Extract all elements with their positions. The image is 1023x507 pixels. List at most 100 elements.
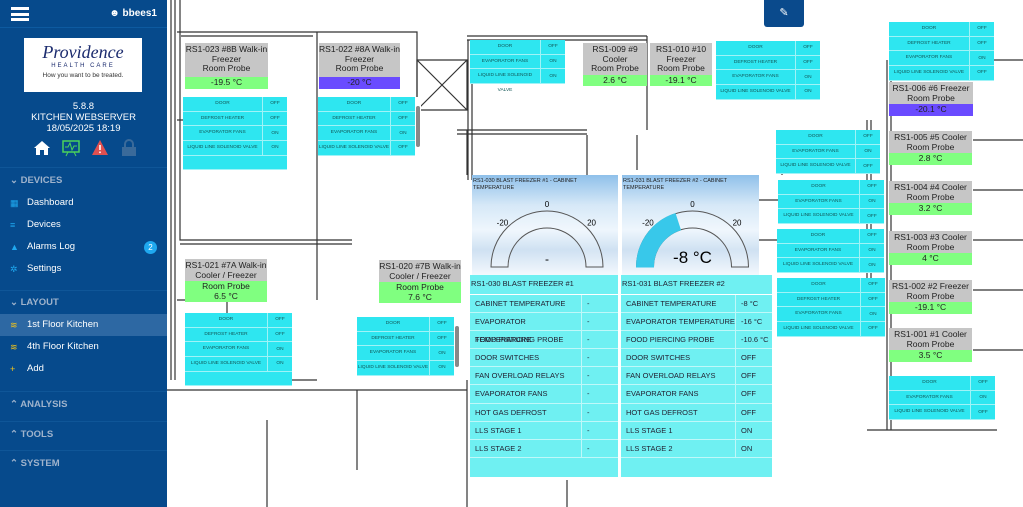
gauge-tick-label: 20 — [733, 218, 742, 227]
section-system[interactable]: ⌃ SYSTEM — [10, 458, 60, 469]
io-label: EVAPORATOR FANS — [183, 126, 263, 141]
io-label: EVAPORATOR FANS — [889, 51, 970, 66]
probe-temp: -19.1 °C — [665, 74, 697, 85]
scrollbar[interactable] — [415, 97, 421, 156]
io-label: DEFROST HEATER — [183, 111, 263, 126]
io-state: ON — [868, 262, 876, 268]
io-label: DOOR — [889, 376, 971, 390]
io-label: DEFROST HEATER — [716, 55, 796, 70]
blast-value: ON — [741, 425, 753, 435]
version: 5.8.8 — [72, 101, 95, 112]
probe-temp: -19.1 °C — [914, 302, 947, 312]
blast-label: HOT GAS DEFROST — [621, 403, 736, 421]
probe-temp: 7.6 °C — [408, 291, 432, 302]
layers-icon: ≋ — [10, 320, 18, 330]
lock-icon[interactable] — [120, 139, 138, 157]
section-tools[interactable]: ⌃ TOOLS — [10, 429, 54, 440]
sidebar-item-1st-floor-kitchen[interactable]: ≋1st Floor Kitchen — [0, 314, 167, 336]
io-state: OFF — [803, 45, 813, 51]
probe-title: RS1-009 #9 Cooler — [592, 44, 638, 64]
probe-temp: -19.5 °C — [210, 77, 243, 87]
scrollbar-thumb[interactable] — [416, 106, 420, 147]
probe-title: RS1-022 #8A Walk-in Freezer — [319, 44, 400, 64]
io-row: LIQUID LINE SOLENOID VALVE ON — [357, 361, 454, 376]
probe-title: RS1-021 #7A Walk-in Cooler / Freezer — [185, 260, 267, 280]
menu-icon[interactable] — [11, 7, 29, 21]
io-state: OFF — [978, 409, 988, 415]
blast-value: ON — [741, 443, 753, 453]
io-label: LIQUID LINE SOLENOID VALVE — [185, 357, 268, 371]
user-menu[interactable]: ☻ bbees1 — [109, 8, 157, 19]
probe-sub: Room Probe — [591, 63, 639, 73]
blast-row: CABINET TEMPERATURE-8 °C — [621, 295, 772, 314]
io-state: OFF — [398, 145, 408, 151]
sidebar-item-settings[interactable]: ✲Settings — [0, 258, 167, 280]
monitor-chart-icon[interactable] — [62, 139, 80, 157]
blast-row: FOOD PIERCING PROBE- — [470, 331, 618, 350]
io-state: ON — [438, 365, 446, 371]
probe-title: RS1-003 #3 Cooler — [894, 232, 967, 242]
io-state: OFF — [977, 70, 987, 76]
blast-value: OFF — [741, 407, 756, 417]
alarm-warning-icon[interactable] — [91, 139, 109, 157]
scrollbar[interactable] — [454, 317, 460, 376]
sidebar: ☻ bbees1 Providence HEALTH CARE How you … — [0, 0, 167, 507]
layers-icon: ≋ — [10, 342, 18, 352]
io-state: ON — [549, 59, 557, 65]
home-icon[interactable] — [33, 139, 51, 157]
sidebar-item-label: Dashboard — [27, 197, 74, 208]
sidebar-item-add[interactable]: +Add — [0, 358, 167, 380]
section-analysis[interactable]: ⌃ ANALYSIS — [10, 399, 68, 410]
gauge-tick-label: 0 — [545, 200, 550, 209]
section-layout[interactable]: ⌄ LAYOUT — [10, 297, 59, 308]
gauge-tick-label: -20 — [497, 218, 509, 227]
gauge-fill — [635, 213, 682, 268]
blast-title: RS1-030 BLAST FREEZER #1 — [470, 275, 618, 295]
io-label: LIQUID LINE SOLENOID VALVE — [716, 85, 796, 99]
section-devices[interactable]: ⌄ DEVICES — [10, 175, 63, 186]
probe-value: -19.5 °C — [185, 77, 268, 89]
section-label: SYSTEM — [20, 458, 60, 469]
scrollbar-thumb[interactable] — [455, 326, 459, 367]
probe-value: -20 °C — [319, 77, 400, 89]
io-label: LIQUID LINE SOLENOID VALVE — [357, 361, 430, 375]
sidebar-item-4th-floor-kitchen[interactable]: ≋4th Floor Kitchen — [0, 336, 167, 358]
io-label: LIQUID LINE SOLENOID VALVE — [776, 159, 856, 174]
sidebar-item-dashboard[interactable]: ▦Dashboard — [0, 192, 167, 214]
sidebar-item-devices[interactable]: ≡Devices — [0, 214, 167, 236]
io-label: EVAPORATOR FANS — [778, 194, 860, 209]
io-state: OFF — [437, 336, 447, 342]
gauge-title: RS1-031 BLAST FREEZER #2 - CABINET TEMPE… — [623, 178, 728, 191]
edit-layout-button[interactable]: ✎ — [764, 0, 804, 27]
blast-value: OFF — [741, 389, 756, 399]
section-label: LAYOUT — [20, 297, 59, 308]
devices-icon: ≡ — [10, 220, 16, 230]
io-row: EVAPORATOR FANS ON — [778, 194, 884, 210]
io-state: ON — [868, 199, 876, 205]
